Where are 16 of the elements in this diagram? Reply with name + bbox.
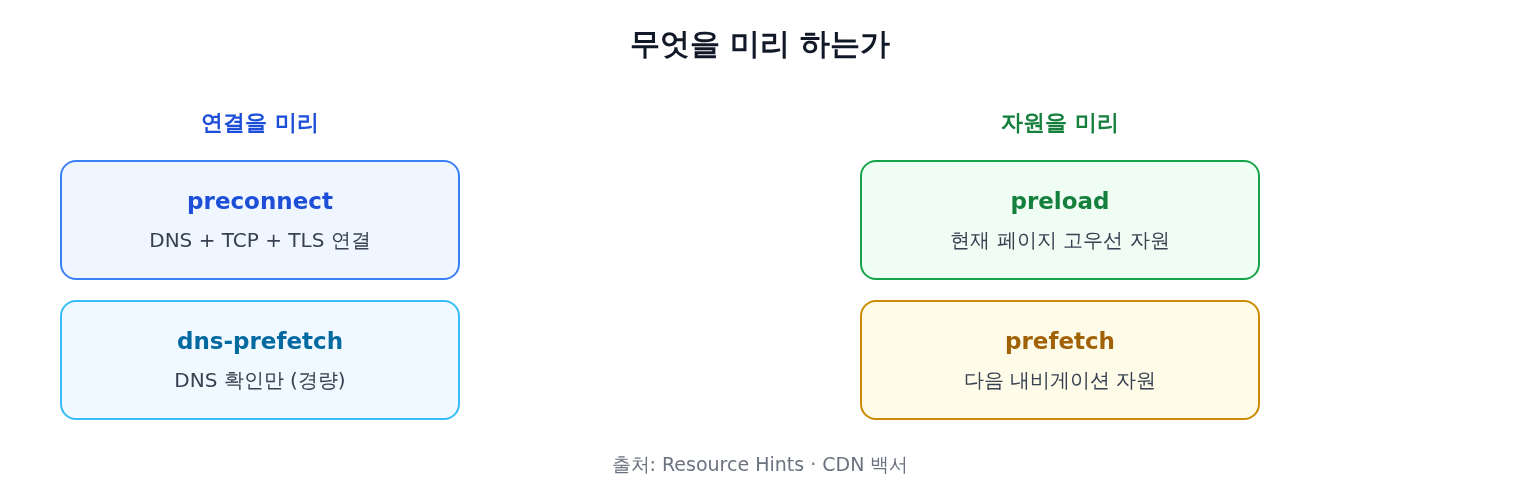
- hint-card: [60, 160, 460, 280]
- source-caption: 출처: Resource Hints · CDN 백서: [610, 452, 910, 477]
- hint-card: [860, 160, 1260, 280]
- card-title: dns-prefetch: [176, 328, 344, 356]
- card-description: 현재 페이지 고우선 자원: [950, 227, 1170, 252]
- column-heading: 연결을 미리: [200, 109, 320, 137]
- hint-card: [60, 300, 460, 420]
- hint-card: [860, 300, 1260, 420]
- column-heading: 자원을 미리: [1000, 109, 1120, 137]
- card-description: DNS + TCP + TLS 연결: [149, 227, 371, 252]
- diagram-title: 무엇을 미리 하는가: [628, 25, 892, 63]
- card-title: prefetch: [1005, 328, 1115, 356]
- card-title: preconnect: [187, 188, 333, 216]
- card-description: DNS 확인만 (경량): [174, 367, 346, 392]
- card-description: 다음 내비게이션 자원: [963, 367, 1157, 392]
- card-title: preload: [1010, 188, 1110, 216]
